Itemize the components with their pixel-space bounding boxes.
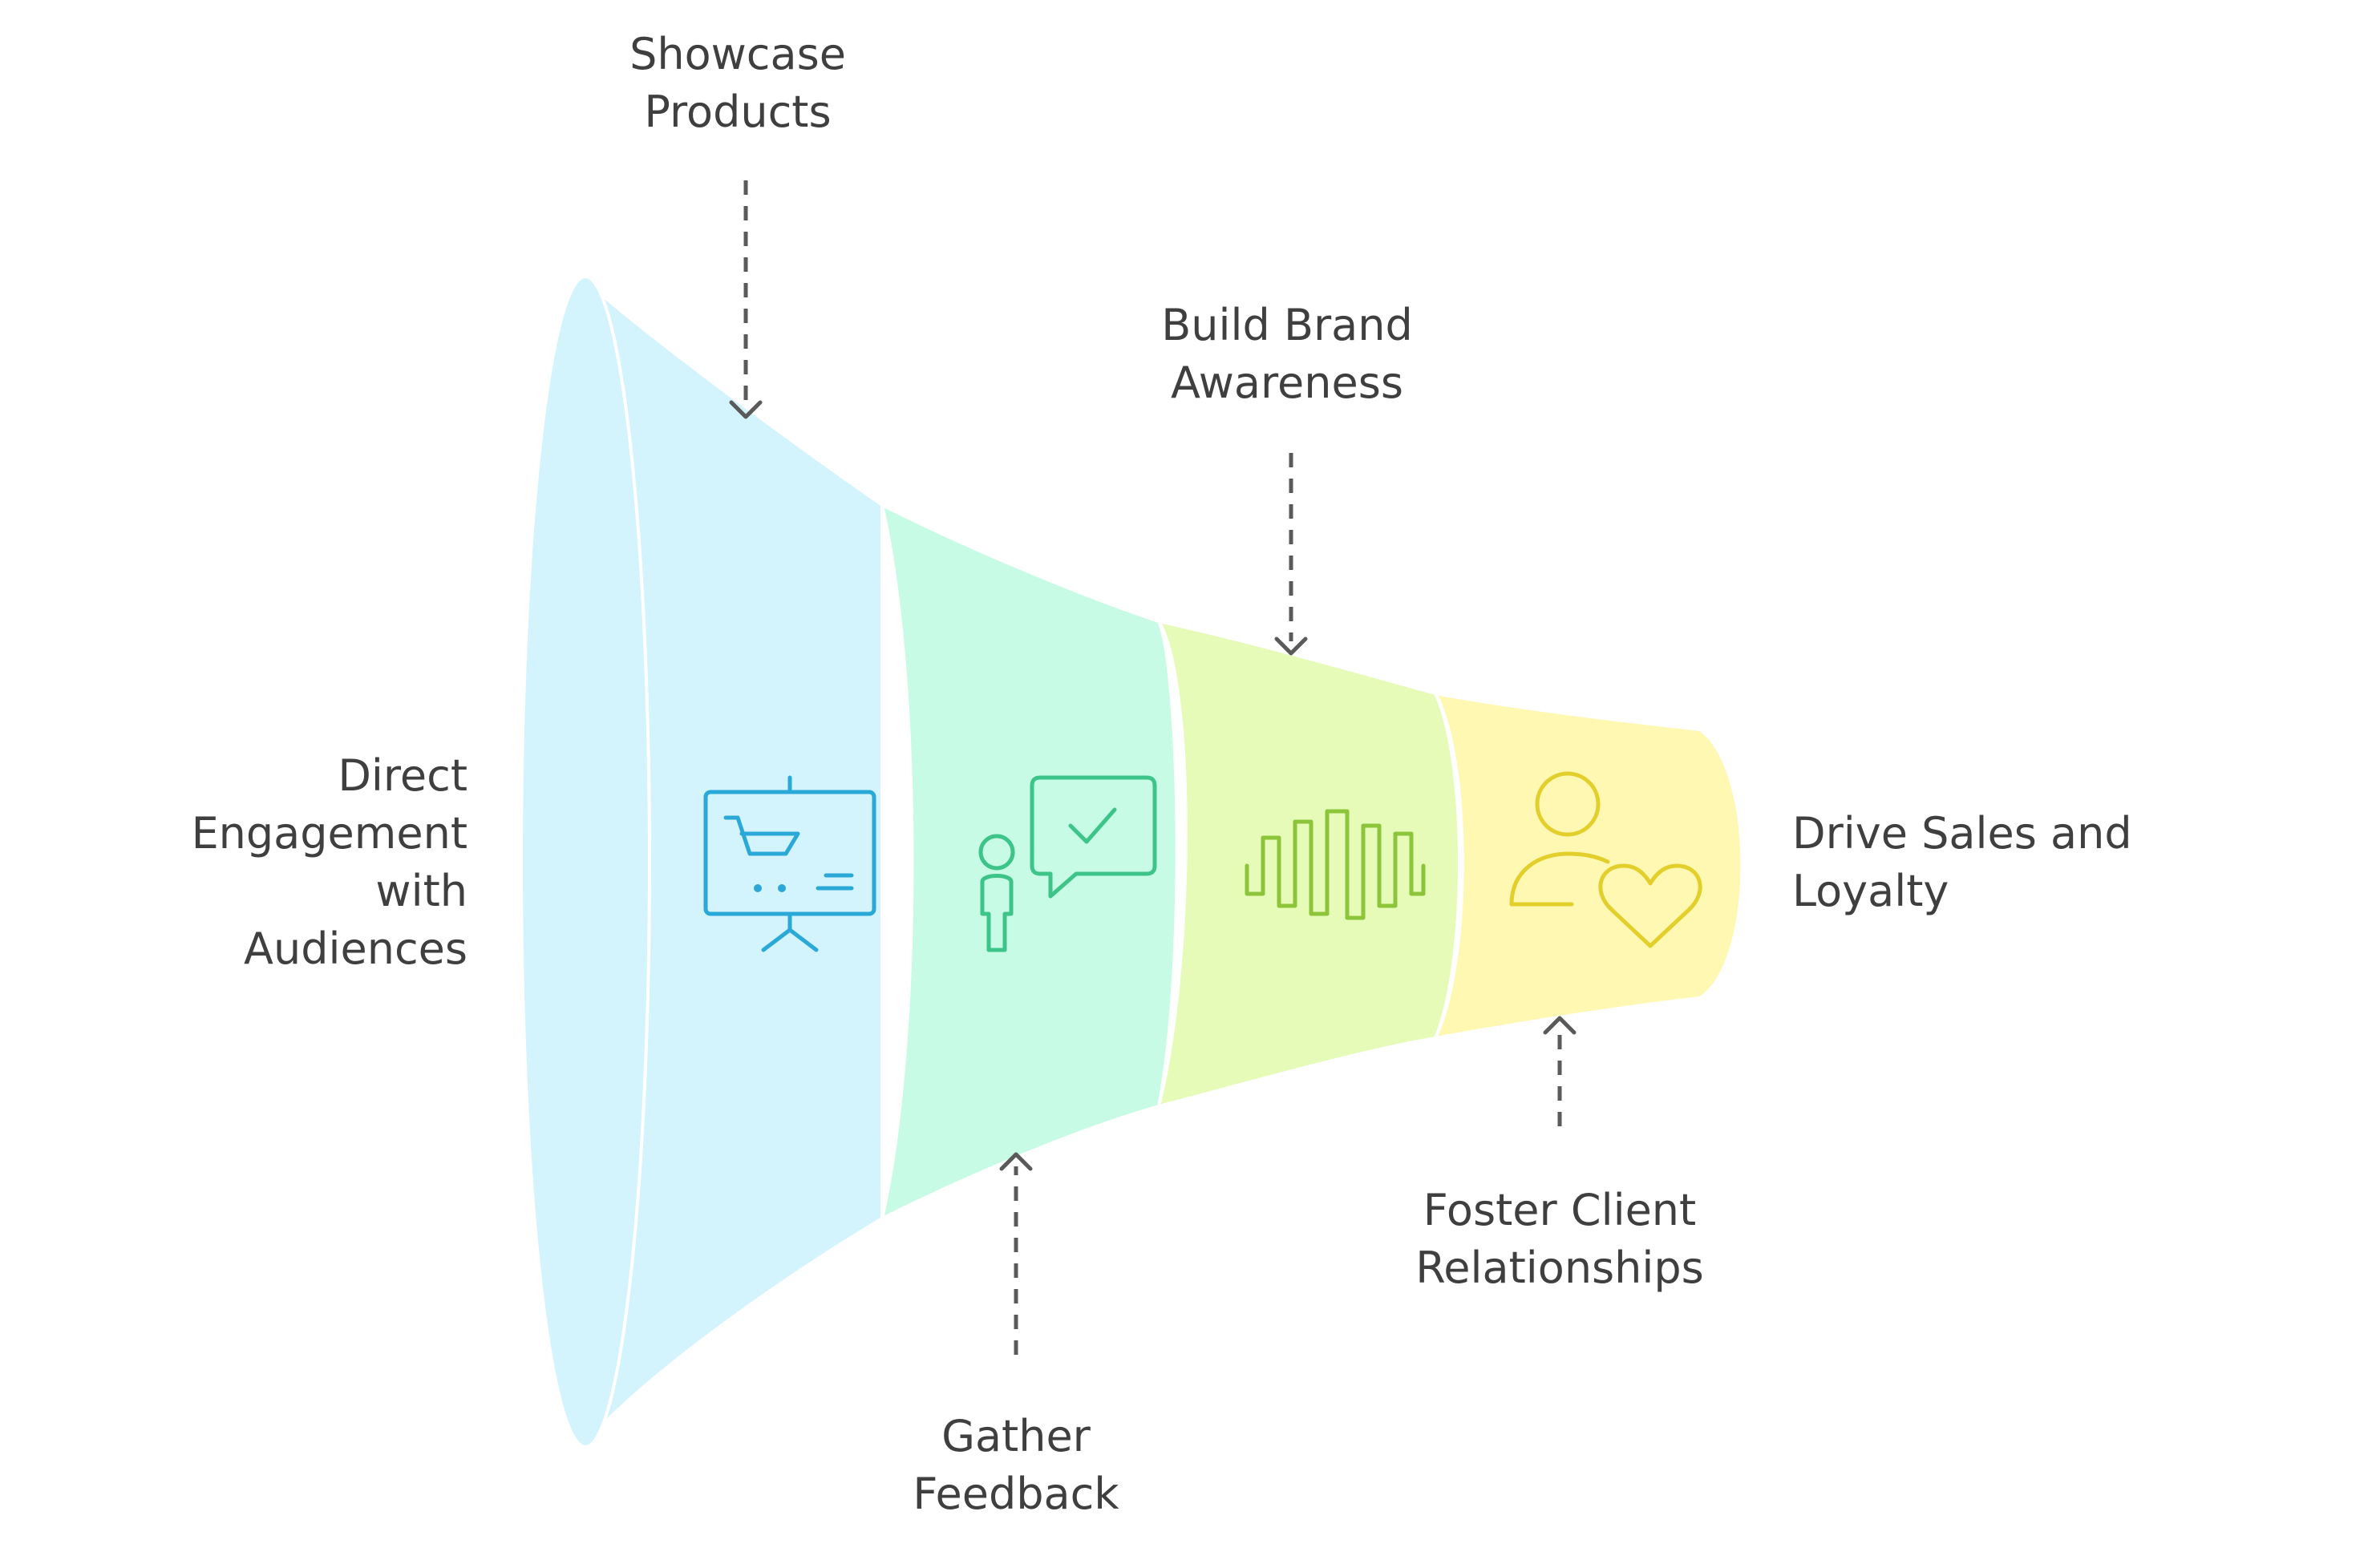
label-brand-line-2: Awareness [1171, 358, 1403, 408]
label-direct-line-3: with [375, 866, 468, 916]
label-drive-line-2: Loyalty [1792, 866, 1949, 916]
funnel-segment-foster [1432, 691, 1744, 1041]
sound-wave-icon [1245, 809, 1426, 920]
arrow-foster [1543, 1016, 1577, 1126]
label-direct-engagement: Direct Engagement with Audiences [192, 747, 468, 978]
label-showcase-line-2: Products [644, 87, 832, 137]
label-brand-line-1: Build Brand [1161, 300, 1413, 350]
label-drive-sales: Drive Sales and Loyalty [1792, 805, 2132, 920]
user-heart-icon [1509, 771, 1702, 948]
presentation-cart-icon [703, 775, 876, 952]
label-foster-line-2: Relationships [1415, 1243, 1704, 1293]
label-foster-line-1: Foster Client [1423, 1185, 1697, 1235]
arrow-brand [1274, 453, 1308, 656]
label-drive-line-1: Drive Sales and [1792, 808, 2132, 859]
label-direct-line-2: Engagement [191, 808, 468, 859]
funnel-rim [520, 275, 651, 1449]
label-direct-line-1: Direct [338, 750, 468, 801]
label-direct-line-4: Audiences [244, 923, 468, 974]
label-showcase-line-1: Showcase [629, 29, 846, 79]
arrow-feedback [999, 1152, 1033, 1355]
person-speech-check-icon [978, 775, 1157, 952]
label-feedback-line-2: Feedback [913, 1469, 1119, 1519]
label-feedback-line-1: Gather [941, 1411, 1091, 1461]
arrow-showcase [729, 180, 763, 419]
funnel-segment-feedback [880, 502, 1179, 1222]
